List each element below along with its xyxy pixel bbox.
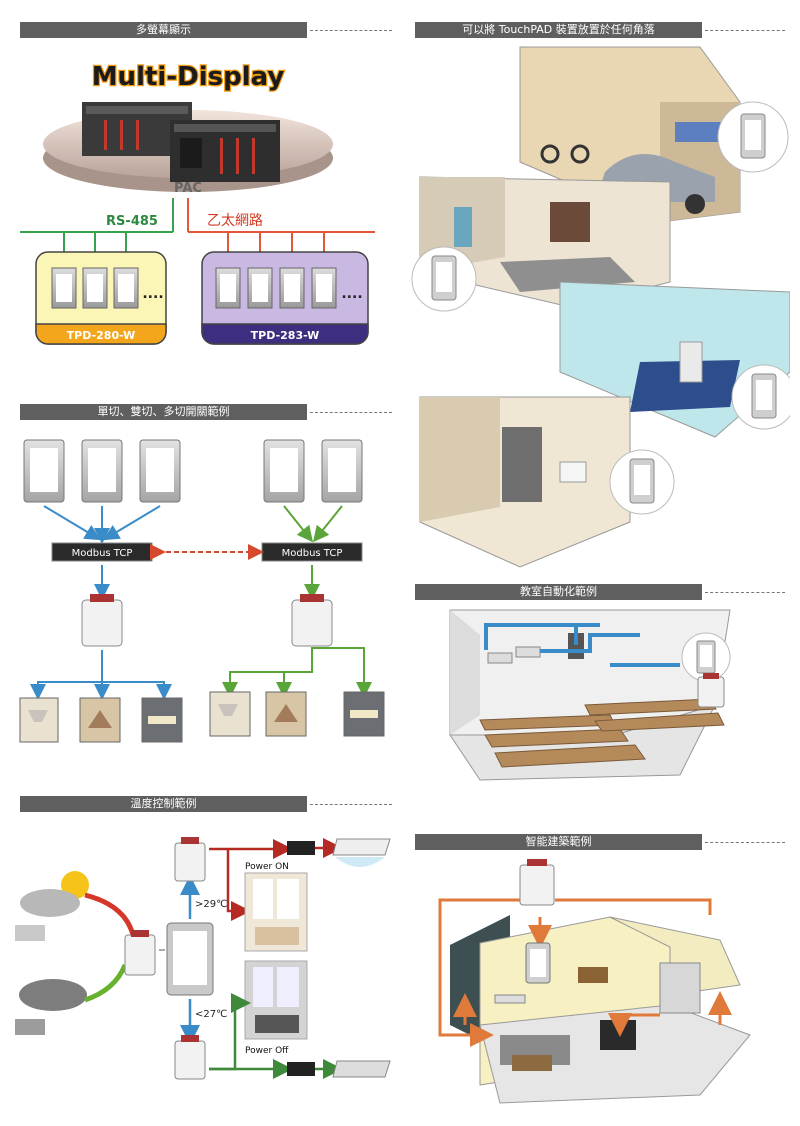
high-temp-label: >29℃ xyxy=(195,899,227,910)
touchpad-callout xyxy=(731,364,790,430)
sink xyxy=(559,461,587,483)
touchpad-callout xyxy=(609,449,675,515)
power-on-label: Power ON xyxy=(245,862,289,872)
tpd-283-label: TPD-283-W xyxy=(251,329,320,342)
shower xyxy=(502,427,542,502)
section-title: 教室自動化範例 xyxy=(415,584,702,600)
wifi-module-icon xyxy=(174,837,206,1080)
sofa xyxy=(500,257,635,292)
section-title: 可以將 TouchPAD 裝置放置於任何角落 xyxy=(415,22,702,38)
section-title: 溫度控制範例 xyxy=(20,796,307,812)
air-conditioner-icon xyxy=(332,1060,391,1078)
multi-display-banner: Multi-Display xyxy=(92,62,285,92)
sun-cloud-icon xyxy=(15,871,89,941)
door xyxy=(454,207,472,247)
divider xyxy=(310,804,392,805)
divider xyxy=(705,30,785,31)
smart-building-illustration xyxy=(438,859,751,1104)
tv xyxy=(600,1020,636,1050)
section-title: 智能建築範例 xyxy=(415,834,702,850)
touchpad-callout xyxy=(717,101,789,173)
air-conditioner-icon xyxy=(487,652,513,664)
header-multi-display: 多螢幕顯示 xyxy=(20,22,392,38)
table xyxy=(512,1055,552,1071)
air-conditioner-icon xyxy=(332,838,391,867)
header-smart-building: 智能建築範例 xyxy=(415,834,785,850)
fridge xyxy=(659,962,701,1014)
desk-rows xyxy=(479,698,725,768)
fridge xyxy=(679,341,703,383)
desk xyxy=(578,967,608,983)
power-plug xyxy=(287,1062,315,1076)
header-classroom: 教室自動化範例 xyxy=(415,584,785,600)
power-plug xyxy=(287,841,315,855)
house-illustration xyxy=(411,46,790,568)
divider xyxy=(310,412,392,413)
garage-door xyxy=(675,122,725,142)
air-conditioner-icon xyxy=(494,994,526,1004)
multi-display-diagram: Multi-Display PAC RS-485 乙太網路 TPD-280-W … xyxy=(20,61,375,345)
header-temperature: 溫度控制範例 xyxy=(20,796,392,812)
rain-cloud-icon xyxy=(15,979,87,1035)
ethernet-label: 乙太網路 xyxy=(207,213,263,229)
wifi-module-icon xyxy=(81,594,333,647)
dining-table xyxy=(630,360,740,412)
touchpad-icon xyxy=(23,439,363,503)
pac-label: PAC xyxy=(174,181,202,196)
section-title: 單切、雙切、多切開關範例 xyxy=(20,404,307,420)
air-conditioner-icon xyxy=(515,646,541,658)
lamp-icon xyxy=(19,691,385,743)
temperature-diagram: >29℃ <27℃ Power ON Power Off xyxy=(15,837,391,1080)
wifi-module-icon xyxy=(519,859,555,906)
header-touchpad-anywhere: 可以將 TouchPAD 裝置放置於任何角落 xyxy=(415,22,785,38)
power-off-label: Power Off xyxy=(245,1046,289,1056)
touchpad-callout xyxy=(411,246,477,312)
touchpad-callout xyxy=(681,632,731,682)
divider xyxy=(705,842,785,843)
modbus-label: Modbus TCP xyxy=(72,548,133,559)
wifi-module-icon xyxy=(697,673,725,708)
pac-controller-icon xyxy=(82,102,280,182)
tpd-280-label: TPD-280-W xyxy=(67,329,136,342)
section-title: 多螢幕顯示 xyxy=(20,22,307,38)
divider xyxy=(705,592,785,593)
divider xyxy=(310,30,392,31)
wifi-module-icon xyxy=(124,930,156,976)
rs485-label: RS-485 xyxy=(106,214,158,229)
shelf xyxy=(550,202,590,242)
touchpad-icon xyxy=(51,267,139,309)
modbus-label: Modbus TCP xyxy=(282,548,343,559)
touchpad-icon xyxy=(215,267,337,309)
more-devices-ellipsis: .... xyxy=(341,286,362,302)
header-switching: 單切、雙切、多切開關範例 xyxy=(20,404,392,420)
classroom-illustration xyxy=(449,609,731,781)
more-devices-ellipsis: .... xyxy=(142,286,163,302)
low-temp-label: <27℃ xyxy=(195,1009,227,1020)
switching-diagram: Modbus TCP Modbus TCP xyxy=(19,439,385,743)
